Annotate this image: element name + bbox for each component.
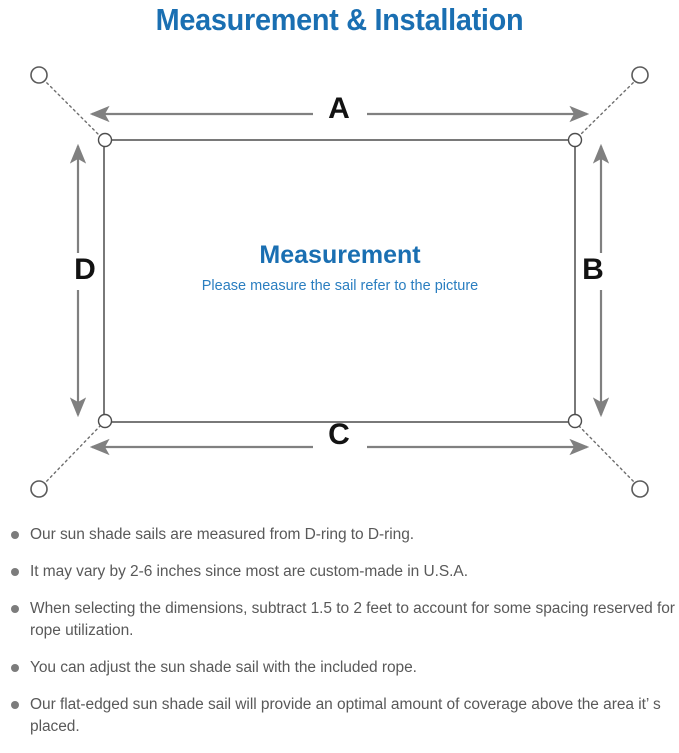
measurement-diagram: A B C D Measurement Please measure the s… [0, 44, 679, 514]
dimension-label-c: C [328, 418, 350, 451]
page-title: Measurement & Installation [155, 2, 524, 37]
diagram-center-subtext: Please measure the sail refer to the pic… [201, 278, 479, 294]
rope-line-top-left [42, 78, 102, 138]
bullet-icon [11, 568, 19, 576]
note-item: You can adjust the sun shade sail with t… [0, 657, 679, 679]
notes-list: Our sun shade sails are measured from D-… [0, 524, 679, 753]
diagram-svg [30, 66, 649, 498]
bullet-icon [11, 531, 19, 539]
d-ring-bottom-left [97, 413, 113, 429]
bullet-icon [11, 664, 19, 672]
d-ring-bottom-right [567, 413, 583, 429]
note-text: When selecting the dimensions, subtract … [30, 600, 675, 639]
corner-d-rings [97, 132, 583, 429]
dimension-arrows [69, 105, 610, 456]
anchor-top-left [30, 66, 48, 84]
anchor-bottom-right [631, 480, 649, 498]
note-item: Our flat-edged sun shade sail will provi… [0, 694, 679, 738]
note-item: Our sun shade sails are measured from D-… [0, 524, 679, 546]
bullet-icon [11, 605, 19, 613]
sail-shape [103, 139, 576, 423]
rope-line-bottom-right [577, 424, 638, 486]
note-item: It may vary by 2-6 inches since most are… [0, 561, 679, 583]
dimension-label-b: B [582, 253, 604, 286]
note-item: When selecting the dimensions, subtract … [0, 598, 679, 642]
anchor-points [30, 66, 649, 498]
anchor-bottom-left [30, 480, 48, 498]
diagram-center-heading: Measurement [259, 241, 421, 269]
rope-lines [42, 78, 638, 486]
dimension-label-a: A [328, 92, 350, 125]
note-text: It may vary by 2-6 inches since most are… [30, 563, 468, 580]
d-ring-top-right [567, 132, 583, 148]
rope-line-top-right [577, 78, 638, 138]
d-ring-top-left [97, 132, 113, 148]
rope-line-bottom-left [42, 424, 102, 486]
dimension-label-d: D [74, 253, 96, 286]
note-text: Our sun shade sails are measured from D-… [30, 526, 415, 543]
bullet-icon [11, 701, 19, 709]
note-text: Our flat-edged sun shade sail will provi… [30, 696, 661, 735]
anchor-top-right [631, 66, 649, 84]
note-text: You can adjust the sun shade sail with t… [30, 659, 417, 676]
